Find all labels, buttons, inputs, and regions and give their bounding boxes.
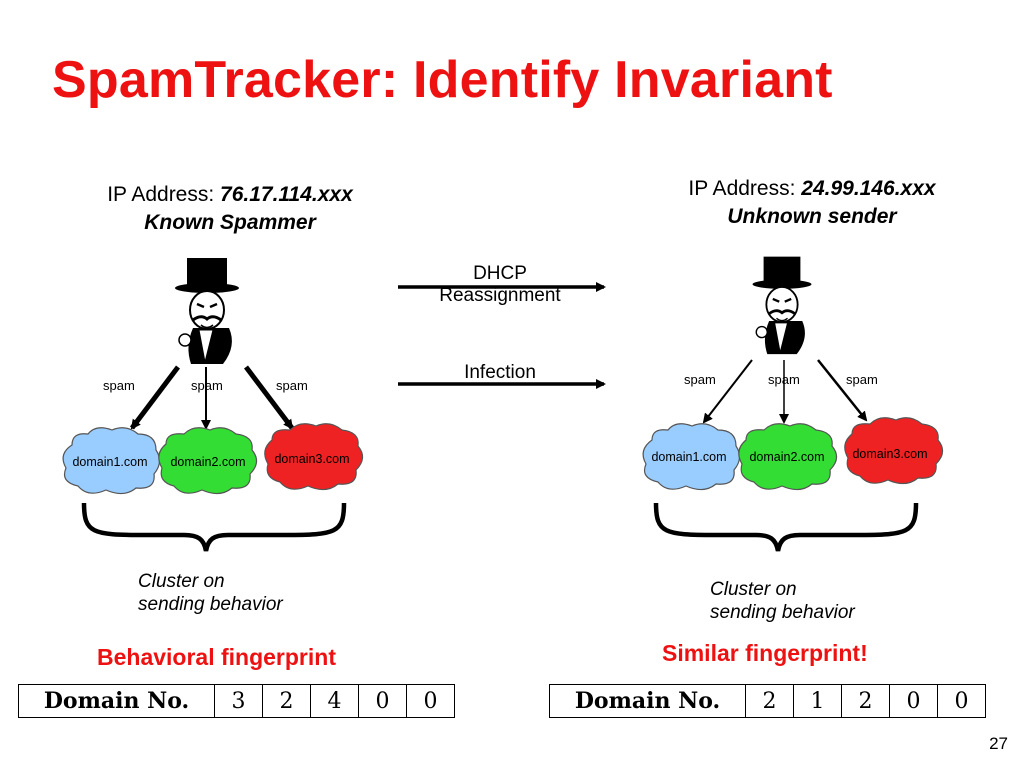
table-cell: 0 xyxy=(406,684,455,718)
right-fingerprint-table: Domain No. 2 1 2 0 0 xyxy=(549,684,986,718)
table-cell: 0 xyxy=(358,684,407,718)
domain2-cloud-right xyxy=(738,423,838,491)
domain1-cloud-right xyxy=(642,423,741,491)
left-cluster-line2: sending behavior xyxy=(138,594,283,615)
right-ip-block: IP Address: 24.99.146.xxx Unknown sender xyxy=(662,175,962,231)
left-fingerprint-label: Behavioral fingerprint xyxy=(97,644,336,670)
dhcp-label-line1: DHCP xyxy=(473,263,527,284)
spammer-icon-left xyxy=(173,256,241,366)
table-cell: 3 xyxy=(214,684,263,718)
right-domain1-label: domain1.com xyxy=(651,450,727,464)
right-domain2-label: domain2.com xyxy=(749,450,825,464)
right-fingerprint-label: Similar fingerprint! xyxy=(662,640,868,666)
left-sender-status: Known Spammer xyxy=(144,211,316,234)
table-cell: 0 xyxy=(889,684,938,718)
domain3-cloud-left xyxy=(264,423,364,491)
right-ip-value: 24.99.146.xxx xyxy=(801,177,936,200)
left-spam-label-2: spam xyxy=(191,378,223,393)
left-ip-block: IP Address: 76.17.114.xxx Known Spammer xyxy=(80,181,380,237)
table-row: Domain No. 2 1 2 0 0 xyxy=(549,684,986,718)
brace-right xyxy=(656,503,916,551)
right-sender-status: Unknown sender xyxy=(727,205,897,228)
brace-left xyxy=(84,503,344,551)
table-cell: 1 xyxy=(793,684,842,718)
table-header-cell: Domain No. xyxy=(549,684,746,718)
slide-title: SpamTracker: Identify Invariant xyxy=(52,51,833,109)
right-spam-label-2: spam xyxy=(768,372,800,387)
table-cell: 2 xyxy=(262,684,311,718)
left-cluster-caption: Cluster on sending behavior xyxy=(138,570,283,616)
right-cluster-line2: sending behavior xyxy=(710,602,855,623)
table-cell: 4 xyxy=(310,684,359,718)
left-domain2-label: domain2.com xyxy=(170,455,246,469)
spammer-icon-right xyxy=(751,255,813,356)
spam-arrows-right xyxy=(702,359,868,424)
domain3-cloud-right xyxy=(844,417,944,485)
left-cluster-line1: Cluster on xyxy=(138,571,225,592)
right-domain3-label: domain3.com xyxy=(852,447,928,461)
right-spam-label-1: spam xyxy=(684,372,716,387)
left-spam-label-3: spam xyxy=(276,378,308,393)
spam-arrows-left xyxy=(130,365,294,430)
table-cell: 0 xyxy=(937,684,986,718)
table-row: Domain No. 3 2 4 0 0 xyxy=(18,684,455,718)
left-domain1-label: domain1.com xyxy=(72,455,148,469)
domain1-cloud-left xyxy=(62,427,161,495)
table-header-cell: Domain No. xyxy=(18,684,215,718)
domain2-cloud-left xyxy=(158,427,258,495)
page-number: 27 xyxy=(989,734,1008,753)
dhcp-label: DHCP Reassignment xyxy=(420,263,580,307)
right-cluster-caption: Cluster on sending behavior xyxy=(710,578,855,624)
right-ip-prefix: IP Address: xyxy=(688,177,802,200)
table-cell: 2 xyxy=(841,684,890,718)
left-domain3-label: domain3.com xyxy=(274,452,350,466)
left-ip-prefix: IP Address: xyxy=(107,183,221,206)
left-fingerprint-table: Domain No. 3 2 4 0 0 xyxy=(18,684,455,718)
dhcp-label-line2: Reassignment xyxy=(439,285,561,306)
infection-label: Infection xyxy=(464,362,536,383)
right-cluster-line1: Cluster on xyxy=(710,579,797,600)
left-spam-label-1: spam xyxy=(103,378,135,393)
table-cell: 2 xyxy=(745,684,794,718)
right-spam-label-3: spam xyxy=(846,372,878,387)
left-ip-value: 76.17.114.xxx xyxy=(220,183,353,206)
